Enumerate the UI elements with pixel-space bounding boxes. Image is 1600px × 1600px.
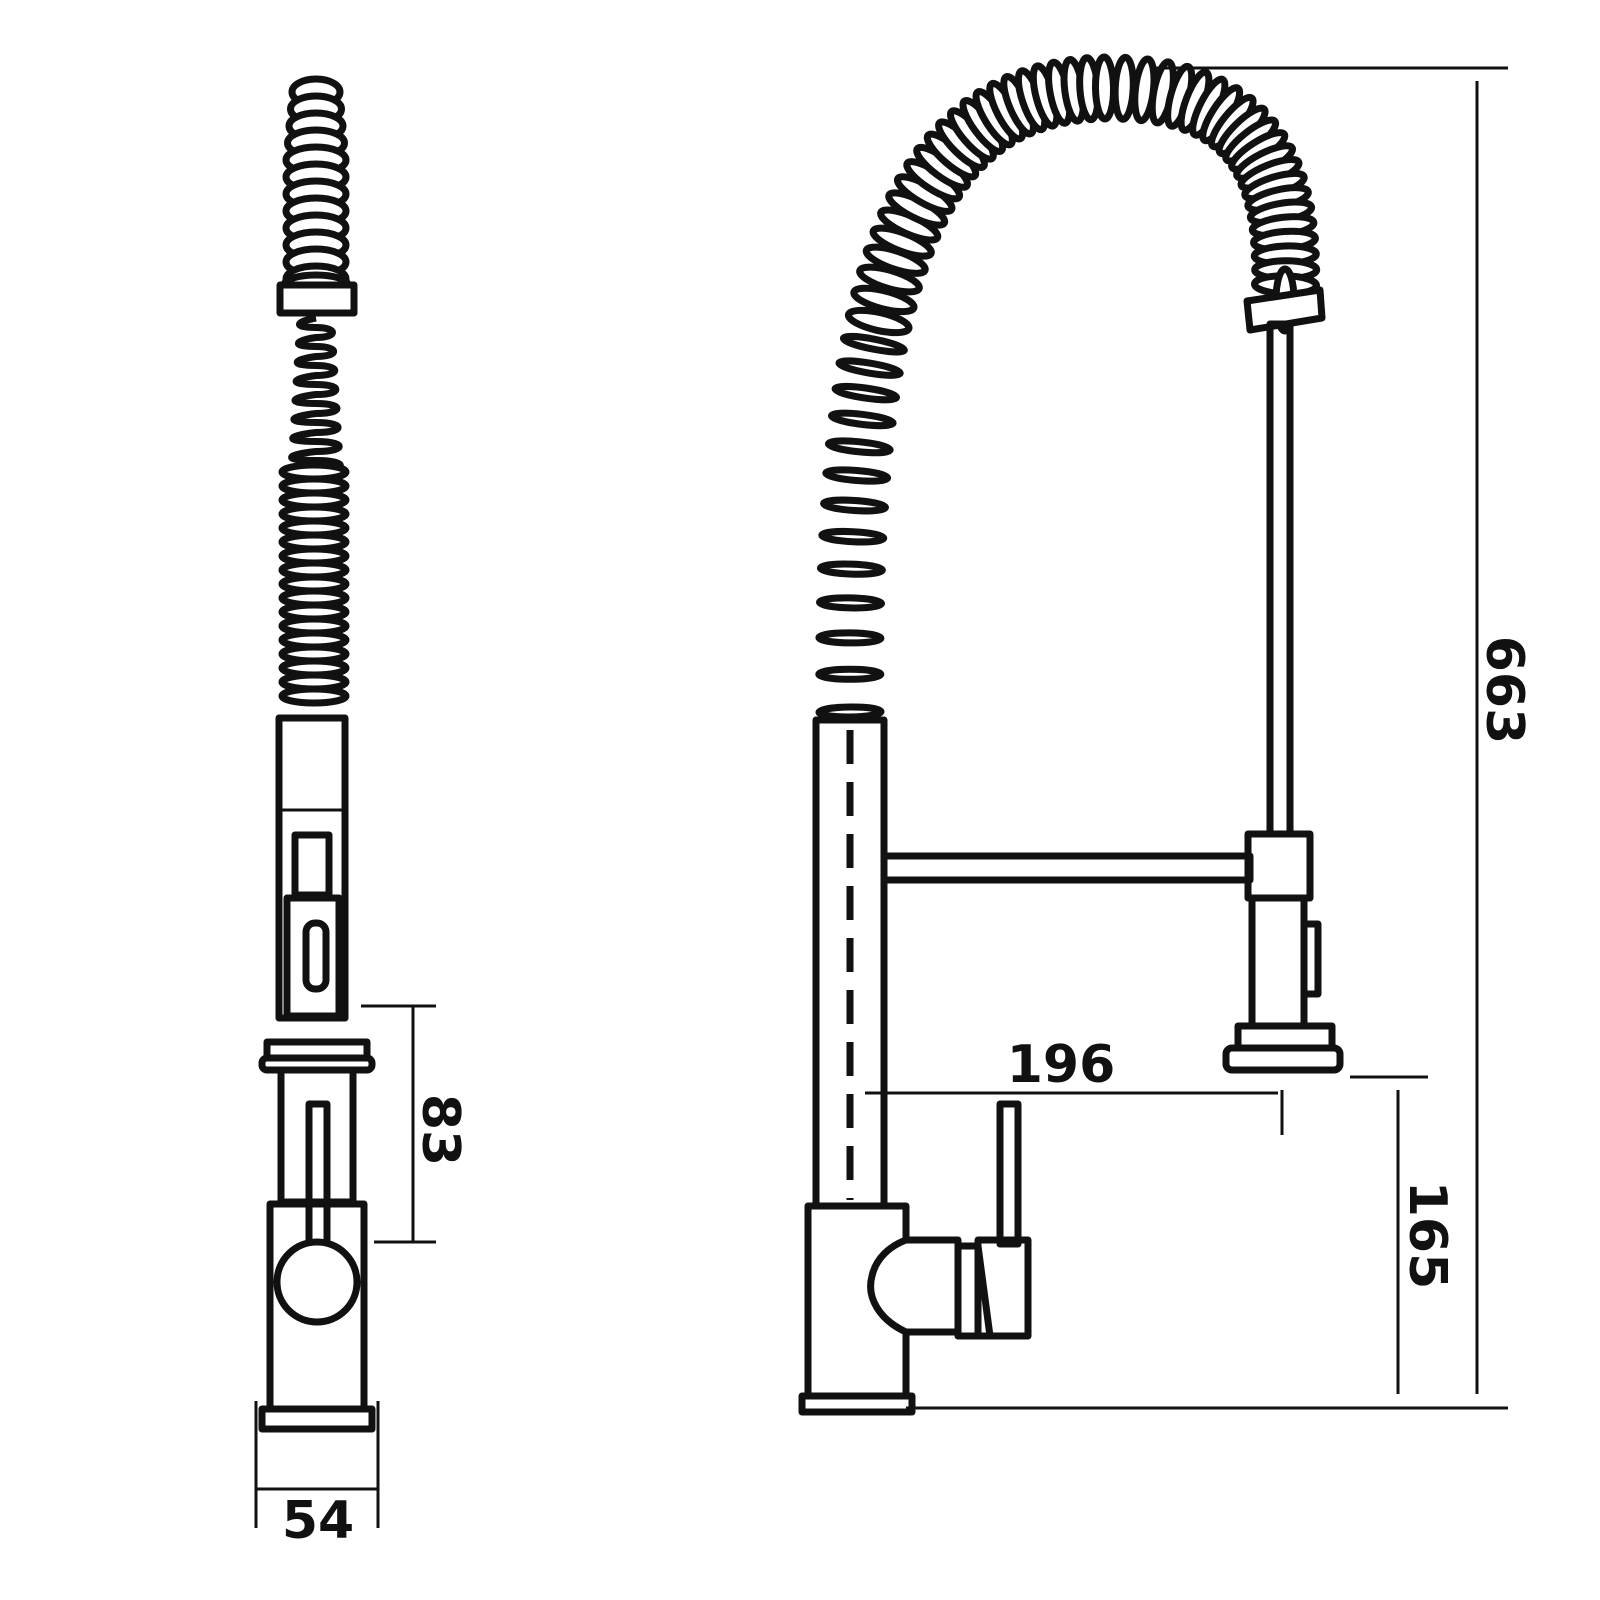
front-view-spray-button <box>1300 920 1322 998</box>
coil-turn <box>816 594 885 612</box>
coil-turn <box>815 665 885 683</box>
front-view-spring-coil <box>815 53 1321 721</box>
side-view-base-plate <box>258 1405 376 1433</box>
coil-turn <box>278 685 350 707</box>
dimension-165-label: 165 <box>1397 1181 1457 1290</box>
coil-turn <box>831 382 900 404</box>
coil-turn <box>815 703 885 721</box>
front-view-spray-head-body <box>1248 894 1308 1030</box>
side-view-button <box>302 919 330 993</box>
coil-loose-wire <box>288 314 344 474</box>
side-view-holder <box>283 894 343 1020</box>
front-view-handle-connector <box>954 1242 994 1340</box>
front-view-spray-hose <box>1266 320 1294 838</box>
front-view-cartridge <box>867 1236 962 1336</box>
coil-turn <box>824 437 894 457</box>
side-view-lever <box>305 1100 331 1248</box>
coil-turn <box>835 357 904 379</box>
coil-turn <box>815 629 885 647</box>
dimension-663: 663 <box>906 66 1534 1410</box>
coil-turn <box>816 560 886 578</box>
front-view-support-arm <box>880 852 1254 884</box>
coil-turn <box>1111 53 1137 123</box>
coil-turn <box>822 466 892 485</box>
front-view-base-plate <box>798 1392 916 1416</box>
dimension-196-label: 196 <box>1007 1035 1116 1095</box>
side-view-collar <box>276 281 358 317</box>
side-view-cartridge <box>273 1238 361 1326</box>
coil-turn <box>844 306 913 337</box>
side-view-coil-upper <box>280 75 352 299</box>
side-view-clip <box>291 831 333 899</box>
side-view-coil-lower <box>278 461 350 707</box>
dimension-83: 83 <box>361 1004 470 1244</box>
coil-turn <box>839 332 908 356</box>
dimension-83-label: 83 <box>410 1094 470 1166</box>
coil-turn <box>818 527 888 546</box>
dimension-196: 196 <box>865 1035 1284 1135</box>
dimension-165: 165 <box>1350 1075 1457 1394</box>
front-view: 196 165 663 <box>798 53 1534 1416</box>
coil-turn <box>1091 53 1118 123</box>
side-view-tube <box>277 1066 357 1206</box>
dimension-54-label: 54 <box>282 1491 354 1551</box>
coil-turn <box>820 496 889 515</box>
front-view-spray-head-top <box>1244 830 1314 902</box>
dimension-54: 54 <box>254 1401 380 1551</box>
side-view-coil-middle <box>288 314 344 474</box>
front-view-spray-cap <box>1243 286 1326 334</box>
front-view-handle-lever <box>996 1100 1022 1248</box>
coil-turn <box>828 409 897 430</box>
side-view: 54 83 <box>254 75 470 1551</box>
dimension-663-label: 663 <box>1474 636 1534 745</box>
front-view-spray-head-flange <box>1222 1044 1344 1074</box>
